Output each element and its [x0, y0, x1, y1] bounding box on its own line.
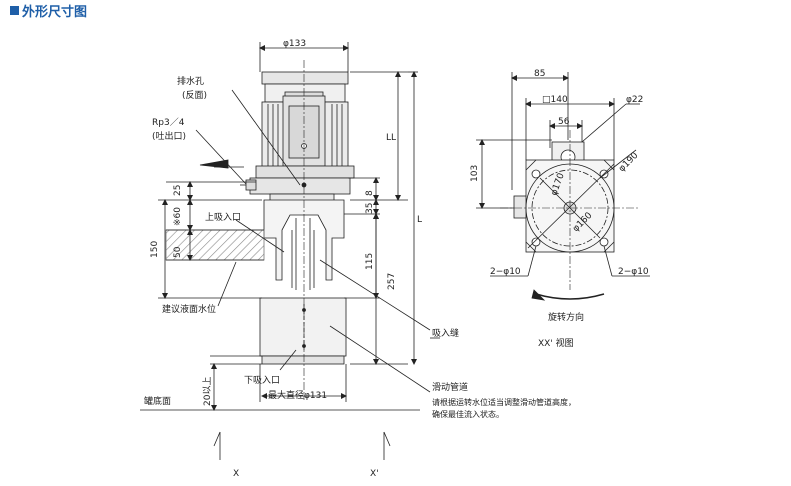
motor-cap — [261, 71, 349, 85]
lower-inlet-label: 下吸入口 — [244, 375, 280, 386]
dim-ll: LL — [386, 133, 396, 143]
front-view-labels: φ133 排水孔 (反面) Rp3／4 (吐出口) LL L 25 8 ※60 … — [144, 39, 576, 479]
dim-103: 103 — [470, 165, 480, 182]
front-view — [140, 42, 440, 460]
drain-hole-label: 排水孔 — [177, 75, 204, 87]
dim-85: 85 — [534, 69, 545, 79]
holes-right-label: 2−φ10 — [618, 267, 649, 277]
pump-head — [249, 177, 351, 195]
dim-phi133: φ133 — [283, 39, 306, 49]
outlet-label: (吐出口) — [152, 130, 186, 142]
section-x2: X' — [370, 469, 379, 479]
min20-label: 20以上 — [202, 377, 213, 406]
dim-l: L — [417, 215, 422, 225]
header-square-icon — [10, 5, 19, 15]
dim-115: 115 — [365, 253, 375, 270]
dim-56: 56 — [558, 117, 570, 127]
max-dia-label: 最大直径φ131 — [268, 389, 327, 401]
dim-phi22: φ22 — [626, 95, 643, 105]
rp-label: Rp3／4 — [152, 117, 185, 128]
holes-left-label: 2−φ10 — [490, 267, 521, 277]
note-line1: 请根据运转水位适当调整滑动管道高度， — [432, 397, 576, 407]
suction-slit-label: 吸入缝 — [432, 327, 459, 339]
outlet-port — [245, 179, 257, 191]
drain-hole-sub: (反面) — [182, 90, 207, 101]
dim-phi190: φ190 — [617, 151, 641, 175]
page-title: 外形尺寸图 — [22, 4, 88, 20]
view-label: XX' 视图 — [538, 337, 574, 349]
dim-60: ※60 — [173, 207, 183, 226]
section-x: X — [233, 469, 239, 479]
sliding-pipe-label: 滑动管道 — [432, 381, 468, 393]
dim-8: 8 — [365, 190, 375, 196]
tank-bottom-label: 罐底面 — [144, 395, 171, 407]
upper-inlet-label: 上吸入口 — [205, 212, 241, 223]
motor-flange — [255, 165, 355, 179]
dim-257: 257 — [387, 273, 397, 290]
dim-25: 25 — [173, 185, 183, 196]
rotation-label: 旋转方向 — [548, 311, 584, 323]
section-header: 外形尺寸图 — [10, 0, 87, 20]
side-view — [476, 72, 650, 301]
note-line2: 确保最佳流入状态。 — [432, 409, 504, 419]
dim-50: 50 — [173, 246, 183, 258]
dim-150: 150 — [150, 241, 160, 258]
liquid-level-label: 建议液面水位 — [162, 303, 216, 315]
dim-35: 35 — [365, 203, 375, 214]
dim-sq140: □140 — [542, 95, 568, 105]
